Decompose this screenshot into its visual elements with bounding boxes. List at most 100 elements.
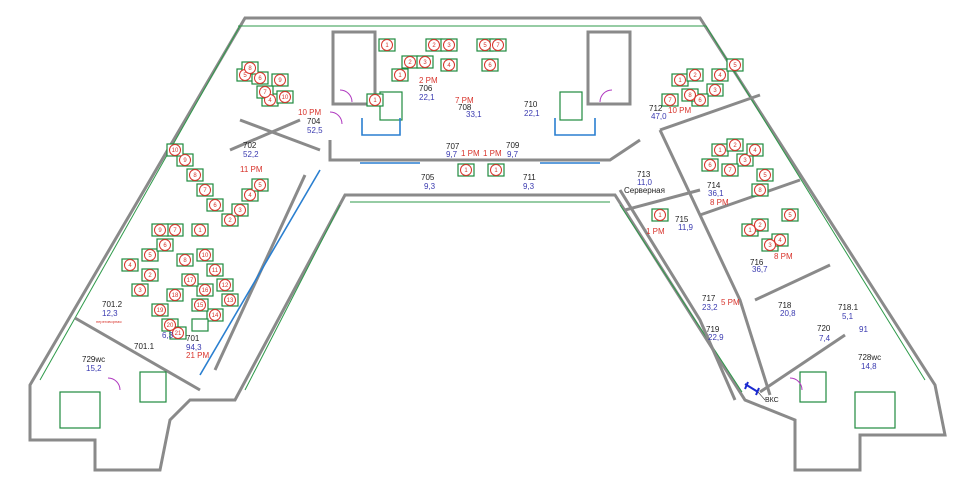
seat-number: 6 bbox=[708, 163, 712, 169]
seat-number: 3 bbox=[238, 208, 242, 214]
seat-marker: 2 bbox=[689, 69, 701, 81]
seat-marker: 5 bbox=[144, 249, 156, 261]
door[interactable] bbox=[339, 89, 353, 103]
seat-marker: 1 bbox=[714, 144, 726, 156]
seat-number: 13 bbox=[227, 298, 234, 304]
seat-marker: 4 bbox=[749, 144, 761, 156]
seat-number: 17 bbox=[187, 278, 194, 284]
seat-marker: 5 bbox=[479, 39, 491, 51]
seat-number: 1 bbox=[385, 43, 389, 49]
room-area: 12,3 bbox=[102, 309, 118, 318]
seat-marker: 1 bbox=[744, 224, 756, 236]
room-number: 710 bbox=[524, 100, 538, 109]
seat-marker: 9 bbox=[154, 224, 166, 236]
elevator bbox=[799, 371, 827, 403]
seat-number: 10 bbox=[202, 253, 209, 259]
seat-marker: 7 bbox=[724, 164, 736, 176]
seat-number: 1 bbox=[373, 98, 377, 104]
seat-count: 21 PM bbox=[186, 351, 209, 360]
glass-partition bbox=[554, 118, 596, 136]
seat-number: 6 bbox=[698, 98, 702, 104]
seat-number: 4 bbox=[128, 263, 132, 269]
door[interactable] bbox=[789, 377, 803, 391]
seat-count: 1 PM bbox=[461, 149, 480, 158]
room-area: 15,2 bbox=[86, 364, 102, 373]
seat-marker: 5 bbox=[784, 209, 796, 221]
seat-number: 8 bbox=[183, 258, 187, 264]
seat-marker: 6 bbox=[484, 59, 496, 71]
seat-marker: 10 bbox=[279, 91, 291, 103]
room-number: 719 bbox=[706, 325, 720, 334]
room-number: 709 bbox=[506, 141, 520, 150]
room-number: 705 bbox=[421, 173, 435, 182]
seat-marker: 9 bbox=[274, 74, 286, 86]
room-area: 22,1 bbox=[419, 93, 435, 102]
seat-number: 20 bbox=[167, 323, 174, 329]
seat-number: 4 bbox=[718, 73, 722, 79]
room-wall bbox=[759, 333, 846, 394]
seat-number: 2 bbox=[148, 273, 152, 279]
door[interactable] bbox=[599, 89, 613, 103]
door[interactable] bbox=[329, 111, 343, 125]
seat-number: 3 bbox=[743, 158, 747, 164]
room-area: 22,9 bbox=[708, 333, 724, 342]
room-number: 713 bbox=[637, 170, 651, 179]
seat-number: 11 bbox=[212, 268, 219, 274]
seat-marker: 8 bbox=[179, 254, 191, 266]
room-area: 52,2 bbox=[243, 150, 259, 159]
building-outline bbox=[28, 16, 947, 472]
room-number: 718.1 bbox=[838, 303, 859, 312]
seat-marker: 8 bbox=[189, 169, 201, 181]
seat-marker: 7 bbox=[169, 224, 181, 236]
seat-number: 1 bbox=[198, 228, 202, 234]
room-718-1: 718.15,191 bbox=[838, 303, 868, 334]
room-area: 7,4 bbox=[819, 334, 831, 343]
seat-marker: 19 bbox=[154, 304, 166, 316]
seat-marker: 20 bbox=[164, 319, 176, 331]
room-area: 11,9 bbox=[678, 223, 694, 232]
seat-number: 4 bbox=[778, 238, 782, 244]
room-number: 701.1 bbox=[134, 342, 155, 351]
seat-number: 21 bbox=[175, 331, 182, 337]
seat-marker: 17 bbox=[184, 274, 196, 286]
room-area: 47,0 bbox=[651, 112, 667, 121]
seat-number: 9 bbox=[278, 78, 282, 84]
seat-count: 1 PM bbox=[483, 149, 502, 158]
seat-number: 2 bbox=[693, 73, 697, 79]
corridor-wall bbox=[328, 138, 641, 162]
seat-number: 6 bbox=[163, 243, 167, 249]
seat-number: 19 bbox=[157, 308, 164, 314]
seat-marker: 4 bbox=[714, 69, 726, 81]
seat-number: 2 bbox=[758, 223, 762, 229]
room-wall bbox=[74, 316, 201, 392]
seat-number: 1 bbox=[494, 168, 498, 174]
room-note: 91 bbox=[859, 325, 868, 334]
room-area: 22,1 bbox=[524, 109, 540, 118]
seat-number: 1 bbox=[398, 73, 402, 79]
room-number: 728wc bbox=[858, 353, 881, 362]
seat-number: 16 bbox=[202, 288, 209, 294]
seat-number: 4 bbox=[248, 193, 252, 199]
seat-number: 7 bbox=[173, 228, 177, 234]
door[interactable] bbox=[107, 377, 121, 391]
room-number: 729wc bbox=[82, 355, 105, 364]
seat-marker: 10 bbox=[199, 249, 211, 261]
corridor-wall bbox=[239, 118, 321, 152]
seat-marker: 5 bbox=[254, 179, 266, 191]
seat-number: 7 bbox=[668, 98, 672, 104]
seat-marker: 6 bbox=[209, 199, 221, 211]
seat-marker: 4 bbox=[244, 189, 256, 201]
room-name: переговорная bbox=[96, 319, 122, 324]
seat-number: 4 bbox=[753, 148, 757, 154]
